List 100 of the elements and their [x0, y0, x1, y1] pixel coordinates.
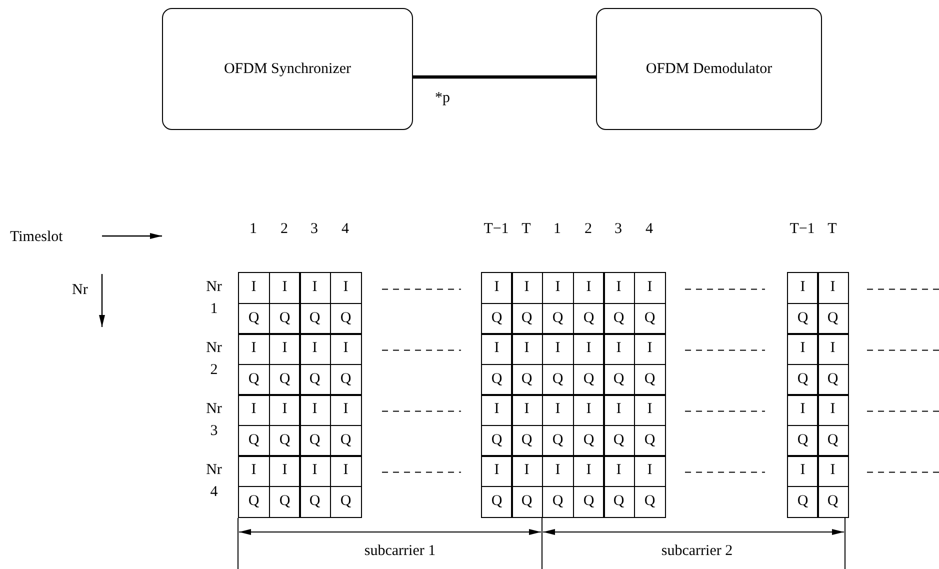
grid-cell: Q	[269, 486, 300, 518]
grid-cell: Q	[238, 303, 270, 334]
grid-cell: I	[817, 394, 848, 426]
grid-cell: Q	[511, 486, 542, 518]
grid-cell: Q	[269, 303, 300, 334]
grid-cell: Q	[238, 486, 270, 518]
grid-cell: I	[238, 394, 270, 426]
column-number: T	[522, 222, 531, 237]
grid-cell: I	[573, 333, 604, 364]
grid-cell: I	[269, 394, 300, 426]
grid-cell: Q	[511, 303, 542, 334]
grid-cell: I	[573, 394, 604, 426]
box-title: OFDM Synchronizer	[224, 60, 352, 78]
grid-cell: I	[787, 455, 818, 486]
grid-cell: Q	[330, 303, 362, 334]
grid-cell: I	[511, 394, 542, 426]
grid-cell: Q	[269, 364, 300, 396]
grid-cell: Q	[573, 364, 604, 396]
grid-cell: I	[330, 455, 362, 486]
grid-cell: Q	[299, 364, 330, 396]
row-label: Nr 1	[205, 278, 223, 319]
grid-cell: I	[481, 455, 512, 486]
grid-cell: Q	[573, 486, 604, 518]
grid-cell: Q	[603, 486, 634, 518]
column-number: 2	[280, 222, 288, 237]
grid-cell: I	[787, 333, 818, 364]
process-box	[162, 8, 413, 130]
grid-cell: Q	[299, 486, 330, 518]
grid-cell: I	[817, 333, 848, 364]
column-number: T	[828, 222, 837, 237]
grid-cell: I	[511, 455, 542, 486]
grid-cell: Q	[817, 486, 848, 518]
column-number: 1	[554, 222, 561, 237]
grid-cell: Q	[787, 425, 818, 456]
grid-cell: I	[269, 333, 300, 364]
grid-cell: I	[511, 272, 542, 304]
axis-label: Nr	[72, 283, 88, 298]
grid-cell: I	[634, 455, 666, 486]
grid-cell: I	[330, 272, 362, 304]
grid-cell: I	[481, 394, 512, 426]
grid-cell: Q	[603, 303, 634, 334]
grid-cell: I	[787, 394, 818, 426]
grid-cell: I	[634, 333, 666, 364]
grid-cell: Q	[634, 303, 666, 334]
column-number: 3	[310, 222, 318, 237]
grid-cell: I	[238, 455, 270, 486]
edge-label: *p	[435, 91, 450, 106]
grid-cell: I	[238, 272, 270, 304]
grid-cell: I	[511, 333, 542, 364]
grid-cell: Q	[817, 425, 848, 456]
grid-cell: Q	[330, 425, 362, 456]
grid-cell: I	[573, 455, 604, 486]
grid-cell: I	[330, 394, 362, 426]
column-number: 3	[614, 222, 622, 237]
grid-cell: Q	[481, 364, 512, 396]
grid-cell: Q	[511, 364, 542, 396]
column-number: 4	[342, 222, 349, 237]
grid-cell: I	[573, 272, 604, 304]
grid-cell: I	[299, 333, 330, 364]
dimension-label: subcarrier 1	[364, 544, 436, 559]
grid-cell: Q	[573, 425, 604, 456]
grid-cell: I	[634, 272, 666, 304]
grid-cell: Q	[238, 364, 270, 396]
row-label: Nr 3	[205, 400, 223, 441]
grid-cell: I	[299, 272, 330, 304]
connector-line	[413, 75, 596, 79]
grid-cell: I	[269, 455, 300, 486]
grid-cell: I	[603, 455, 634, 486]
row-label: Nr 4	[205, 461, 223, 502]
grid-cell: Q	[573, 303, 604, 334]
grid-cell: I	[603, 394, 634, 426]
grid-cell: Q	[299, 303, 330, 334]
grid-cell: I	[817, 272, 848, 304]
grid-cell: Q	[634, 486, 666, 518]
row-label: Nr 2	[205, 339, 223, 380]
grid-cell: I	[817, 455, 848, 486]
grid-cell: Q	[787, 303, 818, 334]
grid-cell: Q	[330, 486, 362, 518]
grid-cell: I	[299, 394, 330, 426]
dimension-label: subcarrier 2	[661, 544, 733, 559]
grid-cell: I	[269, 272, 300, 304]
grid-cell: I	[481, 333, 512, 364]
grid-cell: I	[787, 272, 818, 304]
column-number: T−1	[790, 222, 815, 237]
grid-cell: Q	[787, 486, 818, 518]
grid-cell: I	[634, 394, 666, 426]
grid-cell: I	[299, 455, 330, 486]
grid-cell: Q	[603, 364, 634, 396]
grid-cell: I	[603, 272, 634, 304]
grid-cell: Q	[481, 303, 512, 334]
box-title: OFDM Demodulator	[646, 60, 772, 78]
grid-cell: I	[481, 272, 512, 304]
grid-cell: Q	[817, 364, 848, 396]
grid-cell: Q	[634, 364, 666, 396]
grid-cell: Q	[299, 425, 330, 456]
grid-cell: Q	[238, 425, 270, 456]
grid-cell: I	[330, 333, 362, 364]
grid-cell: Q	[603, 425, 634, 456]
grid-cell: Q	[269, 425, 300, 456]
grid-cell: Q	[330, 364, 362, 396]
